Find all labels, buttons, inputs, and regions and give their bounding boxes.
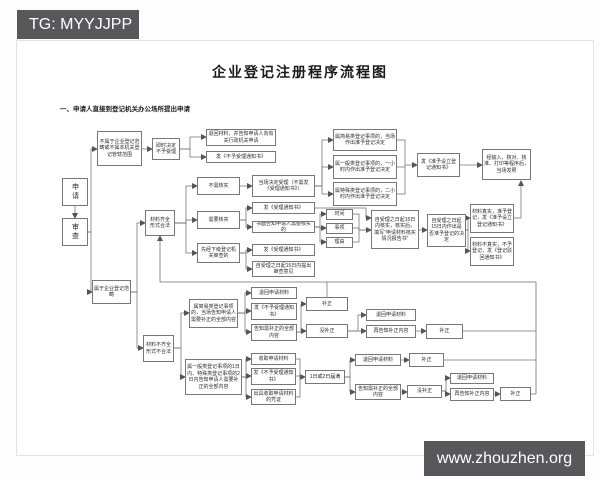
flow-edge bbox=[157, 235, 537, 394]
flow-node-h2: 事项 bbox=[326, 223, 353, 234]
flow-node-q2: 没补正 bbox=[306, 324, 348, 338]
flow-node-h3: 理由 bbox=[326, 237, 353, 248]
tg-badge: TG: MYYJJPP bbox=[17, 10, 139, 39]
flow-node-p2: 补正 bbox=[409, 353, 444, 367]
flow-node-g5: 自受理之日起15日内提出审查意见 bbox=[252, 261, 315, 277]
flow-edge bbox=[242, 376, 252, 400]
flow-edge bbox=[296, 377, 301, 398]
flow-edge bbox=[397, 165, 406, 195]
flow-node-a1: 不属于企业登记范畴或不属本机关登记管辖范围 bbox=[97, 131, 142, 166]
flow-node-g3: 书面告知申请人需要核实的 bbox=[252, 221, 315, 233]
flow-node-e1: 材料齐全 形式合法 bbox=[145, 210, 175, 236]
flow-edge bbox=[442, 390, 451, 397]
flow-edge bbox=[240, 252, 253, 272]
flow-edge bbox=[315, 185, 334, 197]
flow-edge bbox=[397, 139, 418, 168]
flow-edge bbox=[296, 374, 306, 380]
flow-node-b1: 属简易类登记事项的，当场作出准予登记决定 bbox=[333, 129, 397, 151]
flow-node-a4: 发《不予受理通知书》 bbox=[206, 151, 276, 163]
flow-node-p6: 再告知补正内容 bbox=[450, 388, 494, 401]
flow-node-g1: 当场决定受理（不需发《受理通知书》） bbox=[252, 175, 315, 197]
flow-node-k1: 属于企业登记范畴 bbox=[92, 280, 131, 304]
flow-edge bbox=[353, 227, 372, 233]
flow-node-n6: 出具收取申请材料的凭证 bbox=[251, 389, 296, 405]
flow-node-j2: 材料不真实，不予登记，发《登记驳回通知书》 bbox=[470, 237, 514, 266]
flow-node-h1: 时间 bbox=[326, 209, 353, 220]
flow-node-g2: 发《受理通知书》 bbox=[252, 202, 315, 214]
flow-node-b3: 属特殊类登记事项的，二小时内作出准予登记决定 bbox=[333, 182, 397, 206]
flow-node-i1: 自受理之日起15日内核实，核实后，填写“申请材料核实情况报告书” bbox=[371, 210, 419, 249]
flow-node-m2: 属一般类登记事项的1日内、特殊类登记事项的2日内告知申请人需要补正的全部内容 bbox=[185, 359, 242, 395]
flow-edge bbox=[180, 148, 207, 160]
flow-node-p4: 没补正 bbox=[407, 385, 442, 398]
flow-node-j1: 材料真实，准予登记，发《准予设立登记通知书》 bbox=[470, 204, 514, 233]
flow-node-r3: 补正 bbox=[426, 324, 463, 339]
flow-node-g4: 发《受理通知书》 bbox=[252, 244, 315, 256]
flow-node-p7: 补正 bbox=[500, 387, 531, 401]
flow-node-review: 审查 bbox=[62, 218, 88, 246]
flow-node-p1: 退回申请材料 bbox=[355, 354, 401, 366]
flow-node-a3: 退回材料，并告知申请人向有关行政机关申请 bbox=[206, 129, 276, 146]
section-heading: 一、申请人直接到登记机关办公场所提出申请 bbox=[60, 106, 190, 113]
flow-edge bbox=[174, 347, 186, 380]
flow-node-a2: 即时决定不予受理 bbox=[152, 138, 180, 160]
flow-edge bbox=[345, 376, 356, 395]
flow-node-p5: 退回申请材料 bbox=[450, 373, 494, 384]
flow-node-n4: 收取申请材料 bbox=[251, 353, 296, 365]
flow-edge bbox=[465, 229, 471, 254]
flow-node-f1: 不需核实 bbox=[197, 177, 240, 195]
flow-edge bbox=[131, 291, 144, 351]
flow-node-b2: 属一般类登记事项的，一小时内作出准予登记决定 bbox=[333, 155, 397, 179]
flow-node-l1: 材料不齐全 形式不合法 bbox=[143, 335, 174, 362]
flow-node-n3: 告知需补正的全部内容 bbox=[251, 324, 297, 341]
flow-edge bbox=[87, 231, 93, 295]
flow-edge bbox=[315, 207, 372, 221]
flow-node-apply: 申请 bbox=[62, 178, 88, 206]
flow-edge bbox=[297, 328, 307, 334]
flow-edge bbox=[175, 222, 198, 256]
flow-node-i2: 自受理之日起15日内作出是否准予登记的决定 bbox=[427, 214, 466, 247]
flow-node-p3: 告知需补正的全部内容 bbox=[355, 384, 401, 400]
page-title: 企业登记注册程序流程图 bbox=[212, 66, 388, 81]
flow-edge bbox=[514, 180, 524, 219]
flow-node-n2: 发《不予受理通知书》 bbox=[251, 303, 297, 320]
flow-edge bbox=[353, 230, 360, 243]
flow-node-r1: 退回申请材料 bbox=[366, 309, 416, 321]
flow-node-d1: 经输入、核对、核准、打印等程序后，当场发照 bbox=[482, 149, 531, 180]
flow-node-q1: 补正 bbox=[306, 297, 348, 311]
flow-node-r2: 再告知补正内容 bbox=[366, 325, 416, 338]
flow-node-o1: 1日或2日届满 bbox=[305, 370, 345, 384]
flow-node-f2: 需要核实 bbox=[197, 211, 240, 229]
flow-node-m1: 属简易类登记事项的，当场告知申请人需要补正的全部内容 bbox=[189, 299, 238, 328]
flow-edge-layer bbox=[72, 134, 537, 400]
flow-edge bbox=[240, 219, 253, 230]
flow-node-c1: 发《准予设立登记通知书》 bbox=[417, 153, 460, 177]
site-watermark: www.zhouzhen.org bbox=[424, 441, 585, 476]
flow-node-n1: 退回申请材料 bbox=[251, 287, 297, 299]
flow-node-f3: 先经下级登记机关审查的 bbox=[197, 243, 240, 263]
flow-edge bbox=[238, 312, 252, 335]
flow-edge bbox=[315, 226, 327, 245]
flow-node-n5: 发《不予受理通知书》 bbox=[251, 368, 296, 385]
